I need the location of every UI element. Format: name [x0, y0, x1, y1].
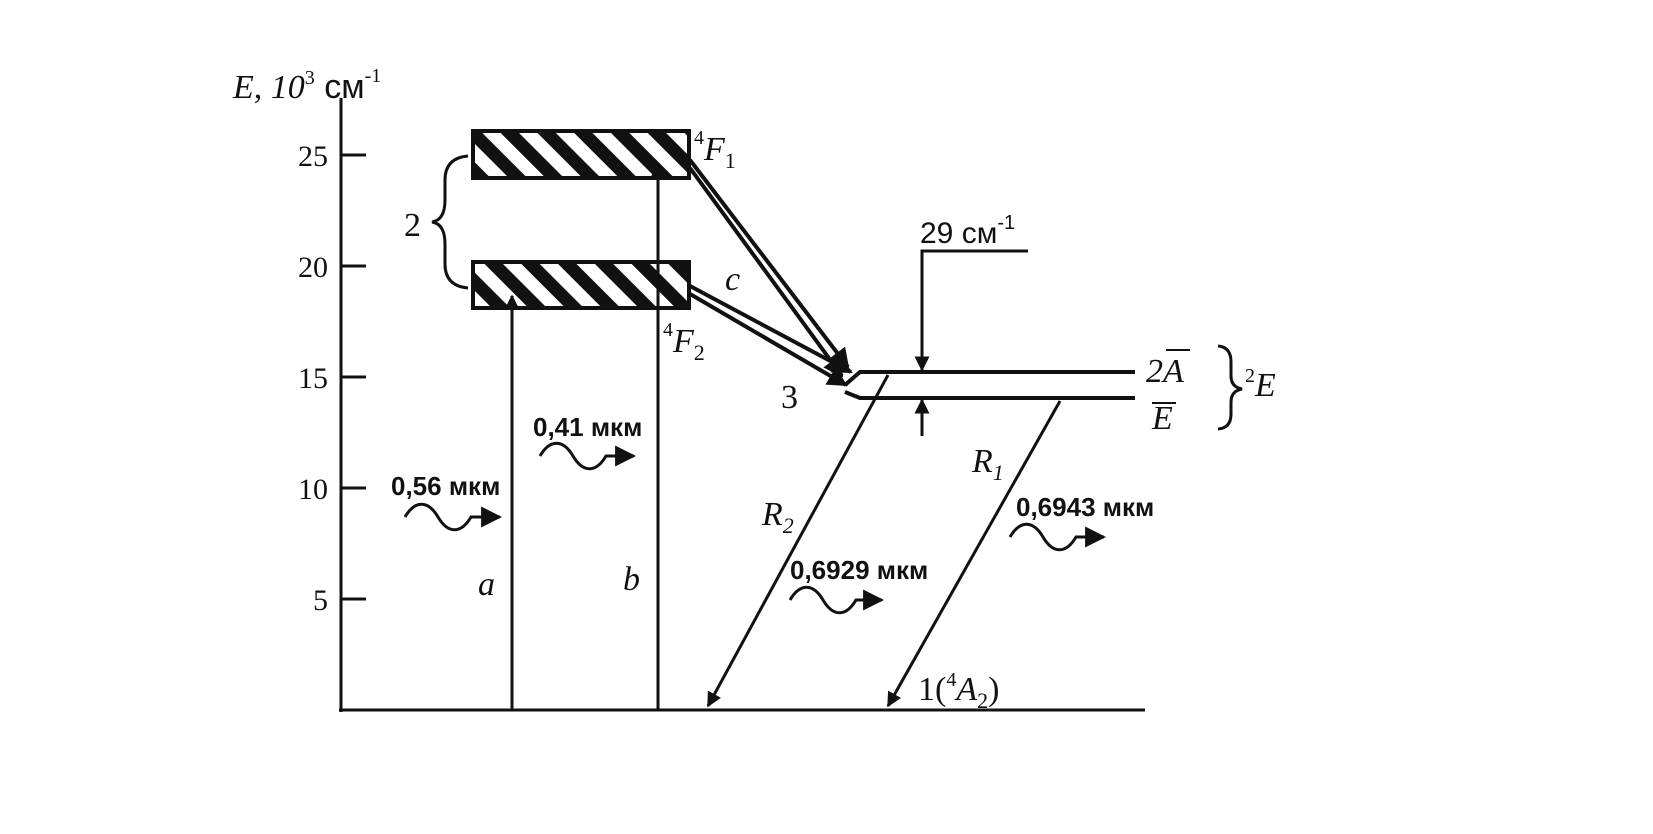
level-2A	[843, 370, 1135, 387]
tick-label-10: 10	[298, 473, 328, 506]
axis-title: E, 103 см-1	[232, 65, 381, 106]
label-ground-state: 1(4A2)	[918, 669, 999, 713]
level-E	[844, 390, 1135, 400]
label-R2: R2	[761, 496, 794, 538]
label-c: c	[725, 261, 740, 298]
energy-axis	[339, 98, 1145, 712]
relaxation-arrows	[688, 158, 853, 387]
photon-wave-056	[403, 502, 503, 532]
label-4F1: 4F1	[694, 127, 736, 173]
label-b: b	[623, 561, 640, 598]
band-group-label: 2	[404, 207, 421, 244]
label-R1: R1	[971, 443, 1004, 485]
doublet-brace	[1217, 344, 1243, 431]
wavelength-056: 0,56 мкм	[391, 471, 500, 501]
tick-label-25: 25	[298, 140, 328, 173]
tick-label-20: 20	[298, 251, 328, 284]
label-2A: 2A	[1146, 353, 1184, 390]
tick-label-5: 5	[313, 584, 328, 617]
wavelength-06929: 0,6929 мкм	[790, 555, 928, 585]
photon-wave-041	[538, 441, 637, 471]
fluorescence-R2	[706, 374, 890, 708]
wavelength-041: 0,41 мкм	[533, 412, 642, 442]
fluorescence-R1	[886, 400, 1062, 708]
splitting-value: 29 см-1	[920, 212, 1015, 250]
label-4F2: 4F2	[663, 319, 705, 365]
label-a: a	[478, 566, 495, 603]
wavelength-06943: 0,6943 мкм	[1016, 492, 1154, 522]
label-2E: 2E	[1245, 365, 1276, 404]
band-group-brace	[431, 154, 469, 290]
label-level-3: 3	[781, 379, 798, 416]
tick-labels: 25 20 15 10 5	[298, 140, 328, 617]
photon-wave-06943	[1008, 522, 1107, 552]
tick-label-15: 15	[298, 362, 328, 395]
photon-wave-06929	[788, 585, 885, 615]
splitting-indicator	[914, 249, 1028, 436]
label-E: E	[1151, 400, 1173, 437]
